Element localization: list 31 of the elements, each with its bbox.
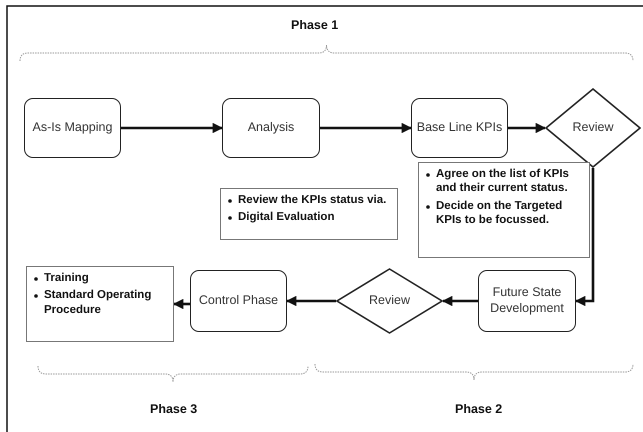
process-box bbox=[190, 270, 287, 332]
arrow bbox=[508, 122, 546, 134]
note-box bbox=[418, 162, 590, 258]
node-label: Future State Development bbox=[489, 285, 565, 317]
process-box bbox=[411, 98, 508, 158]
arrow bbox=[286, 296, 336, 306]
arrow bbox=[320, 122, 412, 134]
phase-label: Phase 3 bbox=[150, 402, 198, 416]
arrow bbox=[574, 168, 594, 306]
phase-label: Phase 2 bbox=[455, 402, 502, 416]
node-label: Review bbox=[369, 293, 410, 309]
process-box bbox=[478, 270, 576, 332]
note-box bbox=[220, 188, 398, 240]
phase-label: Phase 1 bbox=[291, 18, 338, 32]
node-label: Analysis bbox=[248, 120, 294, 136]
arrow bbox=[121, 122, 224, 134]
bullet-text: Agree on the list of KPIs and their current status. bbox=[436, 167, 570, 196]
node-label: Review bbox=[572, 120, 614, 136]
note-box bbox=[26, 266, 174, 342]
bullet-text: Standard Operating Procedure bbox=[44, 288, 152, 318]
arrow bbox=[172, 298, 190, 310]
bullet-text: Training bbox=[44, 271, 90, 286]
arrow bbox=[442, 296, 478, 306]
bullet-text: Review the KPIs status via. bbox=[238, 193, 388, 208]
process-box bbox=[222, 98, 320, 158]
process-box bbox=[24, 98, 121, 158]
bullet-text: Decide on the Targeted KPIs to be focussed. bbox=[436, 198, 564, 228]
node-label: As-Is Mapping bbox=[32, 120, 112, 136]
node-label: Base Line KPIs bbox=[416, 120, 502, 136]
bullet-text: Digital Evaluation bbox=[238, 210, 336, 225]
node-label: Control Phase bbox=[198, 293, 278, 309]
